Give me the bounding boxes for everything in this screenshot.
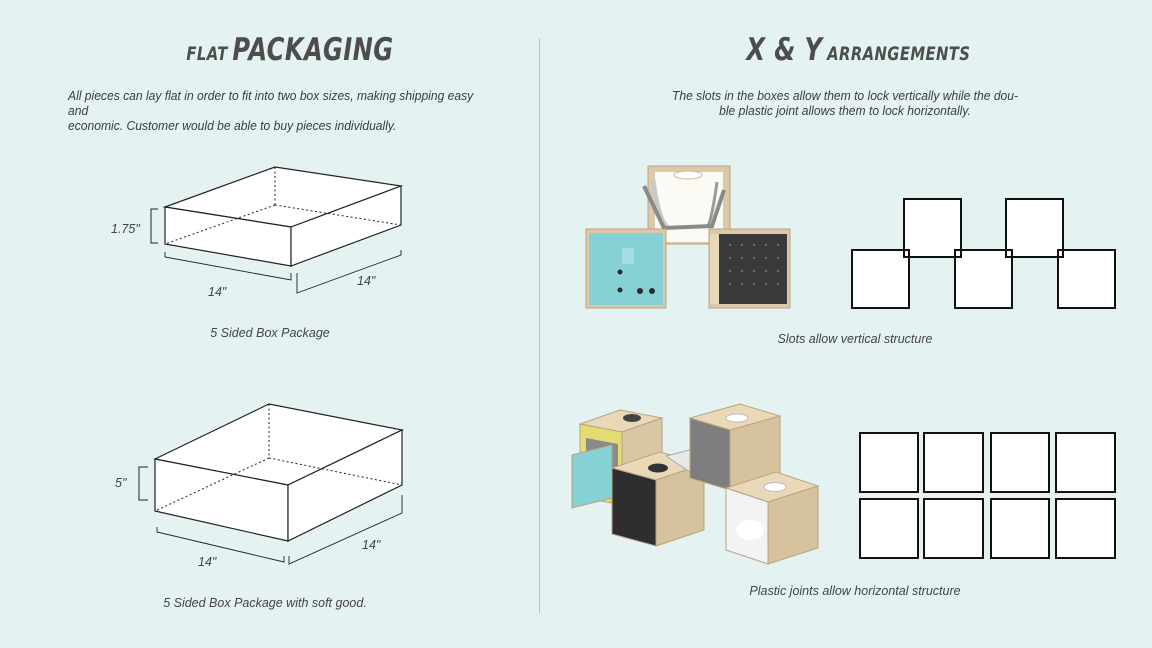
right-title-small: ARRANGEMENTS <box>827 43 971 65</box>
right-description-line2: ble plastic joint allows them to lock ho… <box>719 104 971 118</box>
horizontal-caption: Plastic joints allow horizontal structur… <box>749 584 961 598</box>
left-title-large: PACKAGING <box>232 32 394 68</box>
box2-width-label: 14" <box>198 555 217 569</box>
right-title-large: X & Y <box>746 32 823 68</box>
left-title: FLAT PACKAGING <box>186 32 393 68</box>
box1-width-label: 14" <box>208 285 227 299</box>
right-description: The slots in the boxes allow them to loc… <box>648 89 1042 119</box>
box2-caption: 5 Sided Box Package with soft good. <box>163 596 367 610</box>
left-title-small: FLAT <box>186 43 228 65</box>
vertical-caption: Slots allow vertical structure <box>777 332 933 346</box>
box1-depth-label: 14" <box>357 274 376 288</box>
left-description-line2: economic. Customer would be able to buy … <box>68 119 397 133</box>
box2-height-label: 5" <box>115 476 127 490</box>
column-divider <box>539 38 540 613</box>
box1-caption: 5 Sided Box Package <box>210 326 330 340</box>
left-description: All pieces can lay flat in order to fit … <box>68 89 490 134</box>
right-description-line1: The slots in the boxes allow them to loc… <box>671 89 1019 103</box>
left-description-line1: All pieces can lay flat in order to fit … <box>68 89 474 118</box>
box2-depth-label: 14" <box>362 538 381 552</box>
box1-height-label: 1.75" <box>111 222 140 236</box>
right-title: X & Y ARRANGEMENTS <box>746 32 970 68</box>
